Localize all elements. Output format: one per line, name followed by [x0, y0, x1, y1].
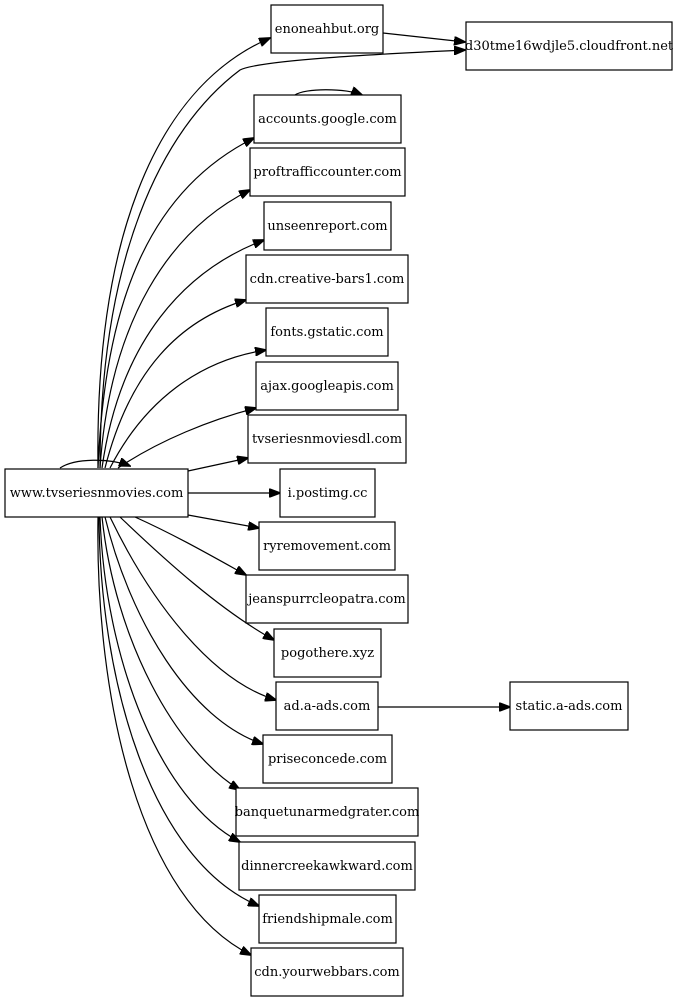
edge-accounts-to-accounts	[294, 90, 362, 95]
edge-root-to-cloudfront	[99, 50, 465, 469]
node-label-ajaxgoogle: ajax.googleapis.com	[260, 379, 394, 394]
edge-root-to-ryremovement	[187, 514, 259, 528]
node-dinnercreek[interactable]: dinnercreekawkward.com	[238, 841, 416, 891]
edge-root-to-proftraffic	[99, 190, 250, 469]
node-label-root: www.tvseriesnmovies.com	[10, 486, 184, 501]
node-accounts[interactable]: accounts.google.com	[253, 94, 402, 144]
node-enoneahbut[interactable]: enoneahbut.org	[270, 4, 384, 54]
edge-root-to-ajaxgoogle	[117, 408, 256, 469]
edge-root-to-enoneahbut	[97, 38, 270, 469]
node-root[interactable]: www.tvseriesnmovies.com	[4, 468, 189, 518]
edge-root-to-dinnercreek	[99, 516, 240, 842]
node-label-creativebars: cdn.creative-bars1.com	[250, 272, 405, 287]
edge-root-to-tvseriesdl	[187, 458, 248, 472]
node-jeanspurr[interactable]: jeanspurrcleopatra.com	[245, 574, 409, 624]
node-label-dinnercreek: dinnercreekawkward.com	[241, 859, 413, 874]
node-ajaxgoogle[interactable]: ajax.googleapis.com	[255, 361, 399, 411]
node-yourwebbars[interactable]: cdn.yourwebbars.com	[250, 947, 404, 997]
node-label-fontsgstatic: fonts.gstatic.com	[270, 325, 383, 340]
edge-root-to-aads	[109, 516, 276, 700]
node-label-aads: ad.a-ads.com	[284, 699, 371, 714]
edge-root-to-friendship	[98, 516, 259, 906]
node-label-friendship: friendshipmale.com	[262, 912, 393, 927]
node-label-tvseriesdl: tvseriesnmoviesdl.com	[252, 432, 402, 447]
edge-root-to-priseconcede	[104, 516, 263, 744]
node-label-banquet: banquetunarmedgrater.com	[235, 805, 420, 820]
edge-root-to-yourwebbars	[97, 516, 251, 955]
node-label-pogothere: pogothere.xyz	[281, 646, 374, 661]
edge-root-to-jeanspurr	[134, 516, 246, 575]
node-postimg[interactable]: i.postimg.cc	[279, 468, 376, 518]
node-aads[interactable]: ad.a-ads.com	[275, 681, 379, 731]
node-staticaads[interactable]: static.a-ads.com	[509, 681, 629, 731]
node-priseconcede[interactable]: priseconcede.com	[262, 734, 393, 784]
node-proftraffic[interactable]: proftrafficcounter.com	[249, 147, 406, 197]
nodes-layer: www.tvseriesnmovies.com enoneahbut.org d…	[4, 4, 674, 997]
node-label-accounts: accounts.google.com	[258, 112, 397, 127]
edge-root-to-pogothere	[119, 516, 274, 640]
edge-enoneahbut-to-cloudfront	[382, 32, 465, 42]
node-cloudfront[interactable]: d30tme16wdjle5.cloudfront.net	[465, 21, 674, 71]
node-label-jeanspurr: jeanspurrcleopatra.com	[246, 592, 405, 607]
node-label-yourwebbars: cdn.yourwebbars.com	[254, 965, 400, 980]
node-tvseriesdl[interactable]: tvseriesnmoviesdl.com	[247, 414, 407, 464]
edge-root-to-banquet	[101, 516, 240, 790]
node-ryremovement[interactable]: ryremovement.com	[258, 521, 396, 571]
node-unseenreport[interactable]: unseenreport.com	[263, 201, 392, 251]
edge-root-to-accounts	[97, 138, 254, 469]
node-label-proftraffic: proftrafficcounter.com	[253, 165, 401, 180]
edge-root-to-fontsgstatic	[109, 350, 266, 469]
node-label-ryremovement: ryremovement.com	[263, 539, 391, 554]
node-label-staticaads: static.a-ads.com	[516, 699, 623, 714]
node-label-enoneahbut: enoneahbut.org	[275, 22, 380, 37]
edges-layer	[59, 32, 510, 955]
node-pogothere[interactable]: pogothere.xyz	[273, 628, 382, 678]
node-creativebars[interactable]: cdn.creative-bars1.com	[245, 254, 409, 304]
node-label-priseconcede: priseconcede.com	[268, 752, 387, 767]
node-fontsgstatic[interactable]: fonts.gstatic.com	[265, 307, 389, 357]
node-friendship[interactable]: friendshipmale.com	[258, 894, 397, 944]
node-label-postimg: i.postimg.cc	[288, 486, 368, 501]
node-banquet[interactable]: banquetunarmedgrater.com	[235, 787, 420, 837]
edge-root-to-unseenreport	[101, 240, 264, 469]
node-label-unseenreport: unseenreport.com	[267, 219, 387, 234]
edge-root-to-creativebars	[104, 300, 246, 469]
node-label-cloudfront: d30tme16wdjle5.cloudfront.net	[465, 39, 674, 54]
